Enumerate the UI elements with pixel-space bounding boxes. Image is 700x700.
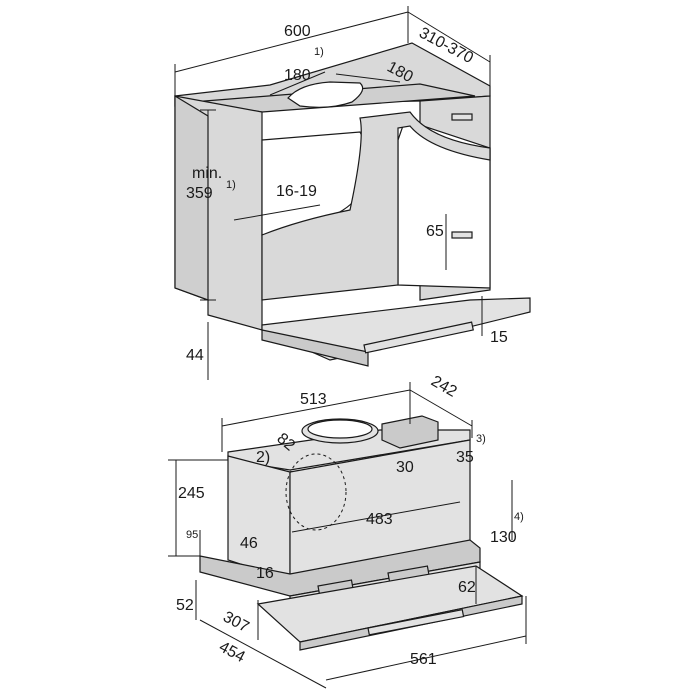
electronics-box: [381, 415, 439, 449]
dim-44: 44: [186, 347, 204, 364]
dim-min-label: min.: [192, 165, 222, 182]
dim-16: 16: [256, 565, 274, 582]
top-dimension-lines: [174, 6, 491, 380]
hood-bottom-rail: [199, 539, 481, 597]
dim-35: 35: [456, 449, 474, 466]
front-panel-handle: [363, 321, 474, 354]
duct-cutout: [287, 81, 364, 108]
dim-483: 483: [366, 511, 393, 528]
cooker-hood-unit: [199, 415, 524, 651]
dim-561: 561: [410, 651, 437, 668]
extractor-handle: [367, 608, 465, 636]
bracket-lower: [451, 231, 473, 239]
dim-16-19: 16-19: [276, 183, 317, 200]
dim-46: 46: [240, 535, 258, 552]
duct-opening: [307, 419, 373, 439]
note-4: 4): [514, 511, 524, 523]
note-2: 2): [256, 449, 270, 466]
dim-62: 62: [458, 579, 476, 596]
dim-180-width: 180: [284, 67, 311, 84]
dim-245: 245: [178, 485, 205, 502]
dim-30: 30: [396, 459, 414, 476]
dim-15: 15: [490, 329, 508, 346]
hood-left-face: [227, 455, 291, 581]
dim-242: 242: [428, 373, 460, 401]
dim-52: 52: [176, 597, 194, 614]
dim-359: 359: [186, 185, 213, 202]
dim-65: 65: [426, 223, 444, 240]
front-panel-lip: [261, 329, 369, 367]
dim-307: 307: [220, 609, 252, 637]
dim-513: 513: [300, 391, 327, 408]
dim-130: 130: [490, 529, 517, 546]
cabinet-back-wall: [261, 111, 491, 301]
bottom-dimension-lines: [168, 382, 527, 689]
note-359: 1): [226, 179, 236, 191]
dim-95: 95: [186, 529, 198, 541]
note-3: 3): [476, 433, 486, 445]
note-180-width: 1): [314, 46, 324, 58]
dim-600: 600: [284, 23, 311, 40]
cabinet-back-right: [397, 119, 491, 289]
wall-cabinet: [174, 42, 531, 367]
bracket-upper: [451, 113, 473, 121]
fan-outline: [285, 453, 347, 531]
